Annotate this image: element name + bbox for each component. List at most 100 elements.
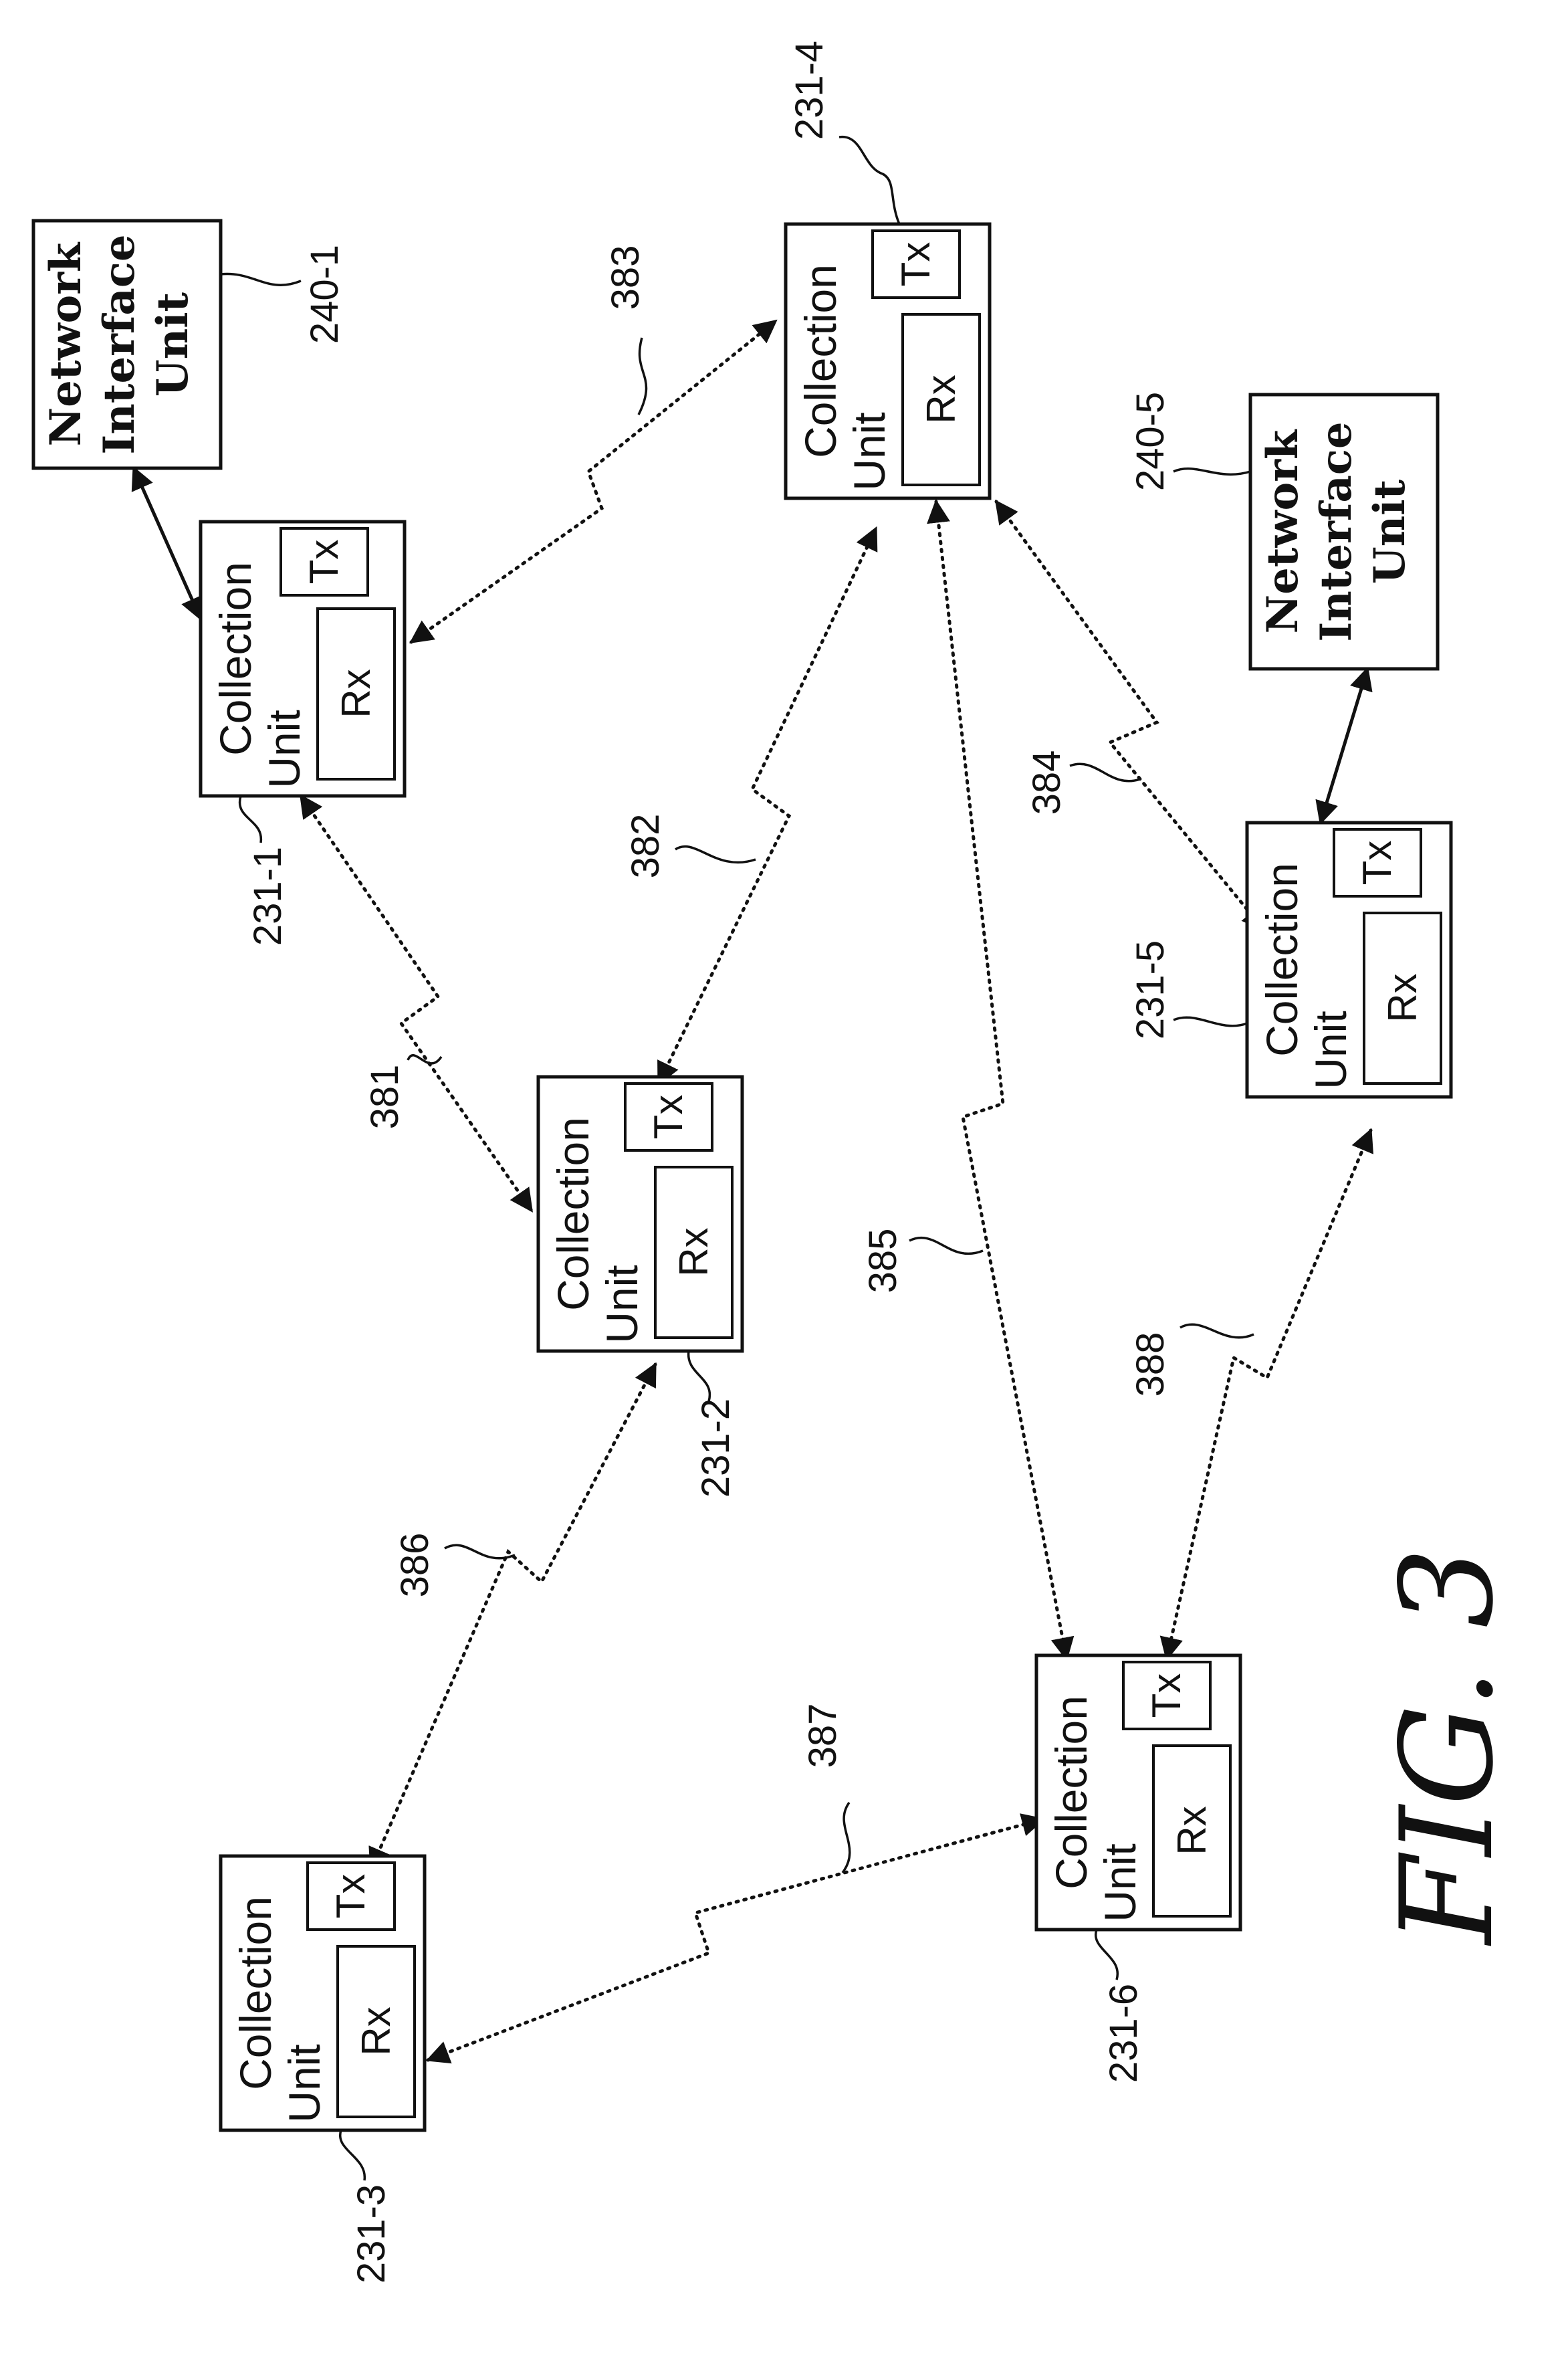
rx-box	[336, 1945, 416, 2118]
wired-link-240-5	[1315, 666, 1373, 825]
rx-label: Rx	[671, 1227, 716, 1276]
link-385	[927, 499, 1075, 1661]
unit-subtitle: Unit	[597, 1265, 647, 1343]
link-label-381: 381	[363, 1065, 407, 1130]
leader-240-5	[1173, 468, 1251, 476]
svg-text:387: 387	[801, 1704, 845, 1768]
tx-box	[1333, 828, 1422, 898]
unit-title: Collection	[796, 264, 845, 458]
link-384	[994, 500, 1266, 932]
unit-title: Collection	[231, 1896, 280, 2090]
link-label-384: 384	[1025, 750, 1069, 815]
ref-231-4: 231-4	[788, 41, 831, 140]
link-label-382: 382	[624, 814, 667, 879]
link-381	[299, 794, 534, 1213]
leader-387	[841, 1801, 851, 1874]
figure-caption: FIG. 3	[1373, 1547, 1521, 1946]
unit-title: Collection	[1257, 863, 1307, 1057]
leader-381	[407, 1054, 443, 1065]
unit-title: Collection	[1046, 1696, 1096, 1889]
collection-unit-231-3: Collection Unit Rx Tx 231-3	[219, 1854, 427, 2283]
svg-text:FIG. 3: FIG. 3	[1373, 1547, 1521, 1946]
link-label-383: 383	[604, 245, 647, 310]
rx-label: Rx	[334, 669, 378, 718]
leader-386	[444, 1544, 516, 1560]
link-label-386: 386	[393, 1533, 437, 1598]
ref-231-5: 231-5	[1129, 940, 1172, 1039]
tx-box	[279, 527, 369, 597]
unit-subtitle: Unit	[1095, 1843, 1145, 1922]
svg-text:386: 386	[393, 1533, 437, 1598]
link-382	[657, 526, 878, 1086]
link-label-385: 385	[861, 1229, 905, 1294]
unit-subtitle: Unit	[845, 412, 894, 490]
rx-label: Rx	[1380, 973, 1425, 1022]
link-383	[409, 319, 778, 644]
links-layer	[131, 319, 1373, 2064]
niu-line2: Interface	[1311, 421, 1361, 641]
link-386	[368, 1362, 657, 1872]
network-interface-unit-240-1: Network Interface Unit 240-1	[31, 219, 346, 470]
rx-label: Rx	[1169, 1806, 1214, 1855]
niu-line1: Network	[41, 241, 91, 446]
niu-line3: Unit	[148, 292, 198, 397]
leader-231-3	[338, 2130, 366, 2181]
ref-231-2: 231-2	[694, 1399, 738, 1498]
collection-unit-231-4: Collection Unit Rx Tx 231-4	[784, 41, 992, 500]
rx-box	[901, 313, 981, 486]
unit-subtitle: Unit	[259, 710, 309, 788]
tx-label: Tx	[893, 242, 938, 287]
unit-title: Collection	[548, 1117, 598, 1311]
leader-231-4	[838, 136, 901, 225]
svg-text:381: 381	[363, 1065, 407, 1130]
niu-line1: Network	[1258, 429, 1308, 633]
leader-231-6	[1094, 1929, 1119, 1980]
link-388	[1159, 1128, 1373, 1661]
tx-box	[871, 229, 961, 299]
link-labels: 381 382 383 384 385 386 387 388	[363, 245, 1254, 1874]
collection-unit-231-2: Collection Unit Rx Tx 231-2	[536, 1075, 744, 1498]
svg-text:388: 388	[1129, 1332, 1172, 1397]
link-label-388: 388	[1129, 1332, 1172, 1397]
leader-383	[637, 337, 648, 415]
unit-subtitle: Unit	[279, 2044, 329, 2122]
leader-382	[675, 845, 756, 864]
collection-unit-231-5: Collection Unit Rx Tx 231-5	[1129, 821, 1453, 1099]
tx-label: Tx	[328, 1874, 373, 1919]
unit-title: Collection	[211, 562, 260, 756]
network-interface-unit-240-5: Network Interface Unit 240-5	[1129, 392, 1440, 671]
svg-text:383: 383	[604, 245, 647, 310]
leader-231-5	[1173, 1016, 1248, 1027]
ref-231-6: 231-6	[1102, 1984, 1145, 2083]
rx-label: Rx	[354, 2007, 399, 2055]
svg-text:385: 385	[861, 1229, 905, 1294]
collection-unit-231-6: Collection Unit Rx Tx 231-6	[1034, 1653, 1242, 2083]
tx-box	[306, 1861, 396, 1931]
tx-box	[624, 1082, 713, 1152]
tx-label: Tx	[302, 540, 346, 585]
tx-label: Tx	[1355, 841, 1399, 886]
rx-box	[1152, 1744, 1232, 1918]
leader-231-1	[238, 795, 262, 843]
ref-240-1: 240-1	[303, 245, 346, 344]
svg-text:382: 382	[624, 814, 667, 879]
tx-label: Tx	[646, 1095, 691, 1140]
collection-unit-231-1: Collection Unit Rx Tx 231-1	[199, 520, 407, 946]
leader-231-2	[687, 1350, 711, 1402]
unit-subtitle: Unit	[1306, 1011, 1355, 1089]
ref-231-1: 231-1	[246, 847, 290, 946]
rx-label: Rx	[919, 375, 964, 423]
link-label-387: 387	[801, 1704, 845, 1768]
leader-385	[909, 1236, 984, 1255]
leader-240-1	[220, 272, 302, 286]
rx-box	[316, 607, 396, 781]
ref-240-5: 240-5	[1129, 392, 1172, 491]
niu-line2: Interface	[94, 234, 144, 454]
svg-text:384: 384	[1025, 750, 1069, 815]
rx-box	[654, 1166, 734, 1339]
leader-384	[1069, 762, 1141, 783]
link-387	[425, 1813, 1046, 2064]
wired-link-240-1	[131, 466, 203, 621]
ref-231-3: 231-3	[350, 2184, 393, 2283]
